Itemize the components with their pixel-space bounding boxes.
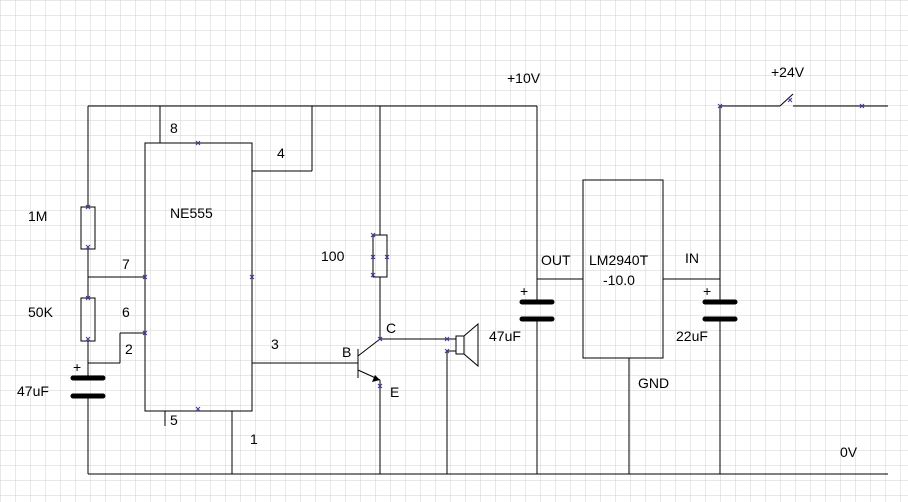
transistor-emitter-label: E: [390, 384, 399, 400]
timing-cap-label: 47uF: [17, 383, 49, 399]
transistor-base-label: B: [342, 344, 351, 360]
ne555-label: NE555: [170, 205, 213, 221]
timing-cap-plus: +: [73, 359, 81, 375]
supply-24v-label: +24V: [771, 64, 805, 80]
pin-4-label: 4: [277, 145, 285, 161]
pin-2-label: 2: [125, 341, 133, 357]
capacitor-input: [702, 299, 738, 322]
pin-5-label: 5: [170, 412, 178, 428]
resistor-100-label: 100: [321, 248, 345, 264]
capacitor-output: [519, 299, 555, 322]
input-cap-label: 22uF: [676, 328, 708, 344]
pin-1-label: 1: [250, 431, 258, 447]
ground-0v-label: 0V: [840, 444, 858, 460]
pin-8-label: 8: [170, 120, 178, 136]
connection-marks: [85, 97, 865, 412]
supply-10v-label: +10V: [507, 70, 541, 86]
resistor-100: [372, 234, 388, 278]
regulator-gnd-label: GND: [638, 375, 669, 391]
capacitor-timing: [70, 375, 106, 399]
regulator-name-label: LM2940T: [589, 252, 649, 268]
speaker-icon: [447, 322, 479, 368]
regulator-chip: [582, 179, 664, 359]
regulator-in-label: IN: [685, 250, 699, 266]
npn-transistor: [357, 338, 381, 382]
resistor-1m-label: 1M: [28, 208, 47, 224]
output-cap-plus: +: [520, 283, 528, 299]
pin-7-label: 7: [122, 256, 130, 272]
regulator-out-label: OUT: [541, 252, 571, 268]
input-cap-plus: +: [703, 283, 711, 299]
output-cap-label: 47uF: [489, 328, 521, 344]
resistor-50k-label: 50K: [28, 304, 54, 320]
pin-6-label: 6: [122, 304, 130, 320]
regulator-value-label: -10.0: [603, 272, 635, 288]
transistor-collector-label: C: [386, 320, 396, 336]
pin-3-label: 3: [271, 336, 279, 352]
wires: [87, 93, 888, 475]
